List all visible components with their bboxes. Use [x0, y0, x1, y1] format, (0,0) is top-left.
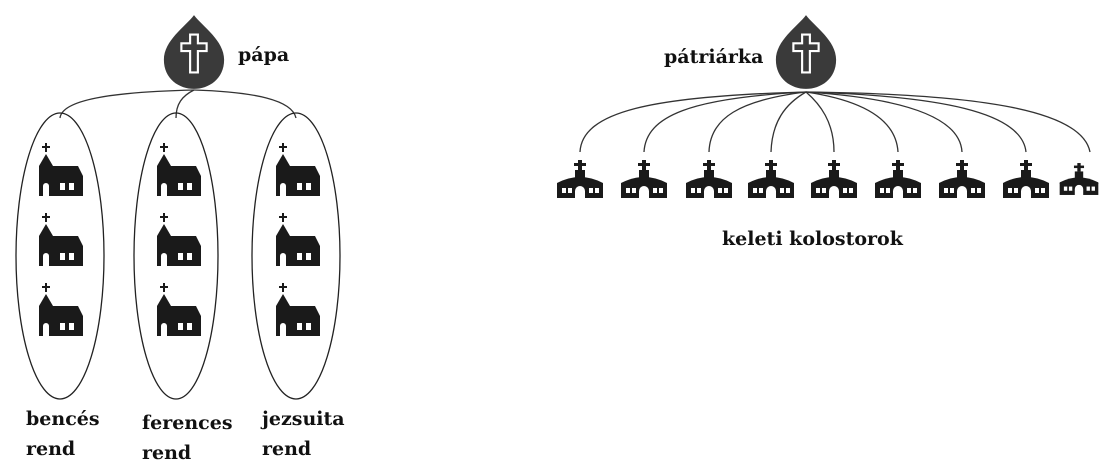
monastery-icon: [686, 160, 732, 198]
order-name: bencés: [26, 408, 100, 430]
west-hierarchy: [15, 13, 341, 400]
order-ellipse-bences: [15, 112, 105, 400]
monastery-icon: [939, 160, 985, 198]
papa-branch-left: [59, 89, 195, 119]
order-name: jezsuita: [262, 408, 345, 430]
church-icon: [275, 282, 321, 337]
patriarka-branches: [579, 91, 1091, 153]
papa-branch-right: [193, 89, 297, 119]
order-label-bences: bencés rend: [26, 404, 100, 464]
monastery-icon: [1003, 160, 1049, 198]
order-ellipse-jezsuita: [251, 112, 341, 400]
order-ellipse-ferences: [133, 112, 219, 400]
monastery-icon: [557, 160, 603, 198]
monastery-icon: [621, 160, 667, 198]
church-icon: [38, 282, 84, 337]
east-hierarchy: [557, 13, 1099, 198]
monastery-icon: [748, 160, 794, 198]
order-label-ferences: ferences rend: [142, 408, 233, 468]
papa-label: pápa: [238, 44, 290, 66]
order-label-jezsuita: jezsuita rend: [262, 404, 345, 464]
monastery-icon: [875, 160, 921, 198]
church-icon: [38, 142, 84, 197]
monasteries-label: keleti kolostorok: [722, 228, 903, 250]
patriarka-mitre-icon: [774, 13, 838, 91]
order-name: ferences: [142, 412, 233, 434]
church-icon: [275, 212, 321, 267]
monastery-icon: [811, 160, 857, 198]
order-suffix: rend: [262, 438, 312, 460]
church-icon: [156, 282, 202, 337]
church-icon: [275, 142, 321, 197]
church-icon: [38, 212, 84, 267]
monastery-icon: [1059, 163, 1099, 195]
papa-branch-middle: [175, 89, 195, 119]
papa-mitre-icon: [162, 13, 226, 91]
order-suffix: rend: [26, 438, 76, 460]
church-icon: [156, 212, 202, 267]
patriarka-label: pátriárka: [664, 46, 764, 68]
order-suffix: rend: [142, 442, 192, 464]
church-icon: [156, 142, 202, 197]
